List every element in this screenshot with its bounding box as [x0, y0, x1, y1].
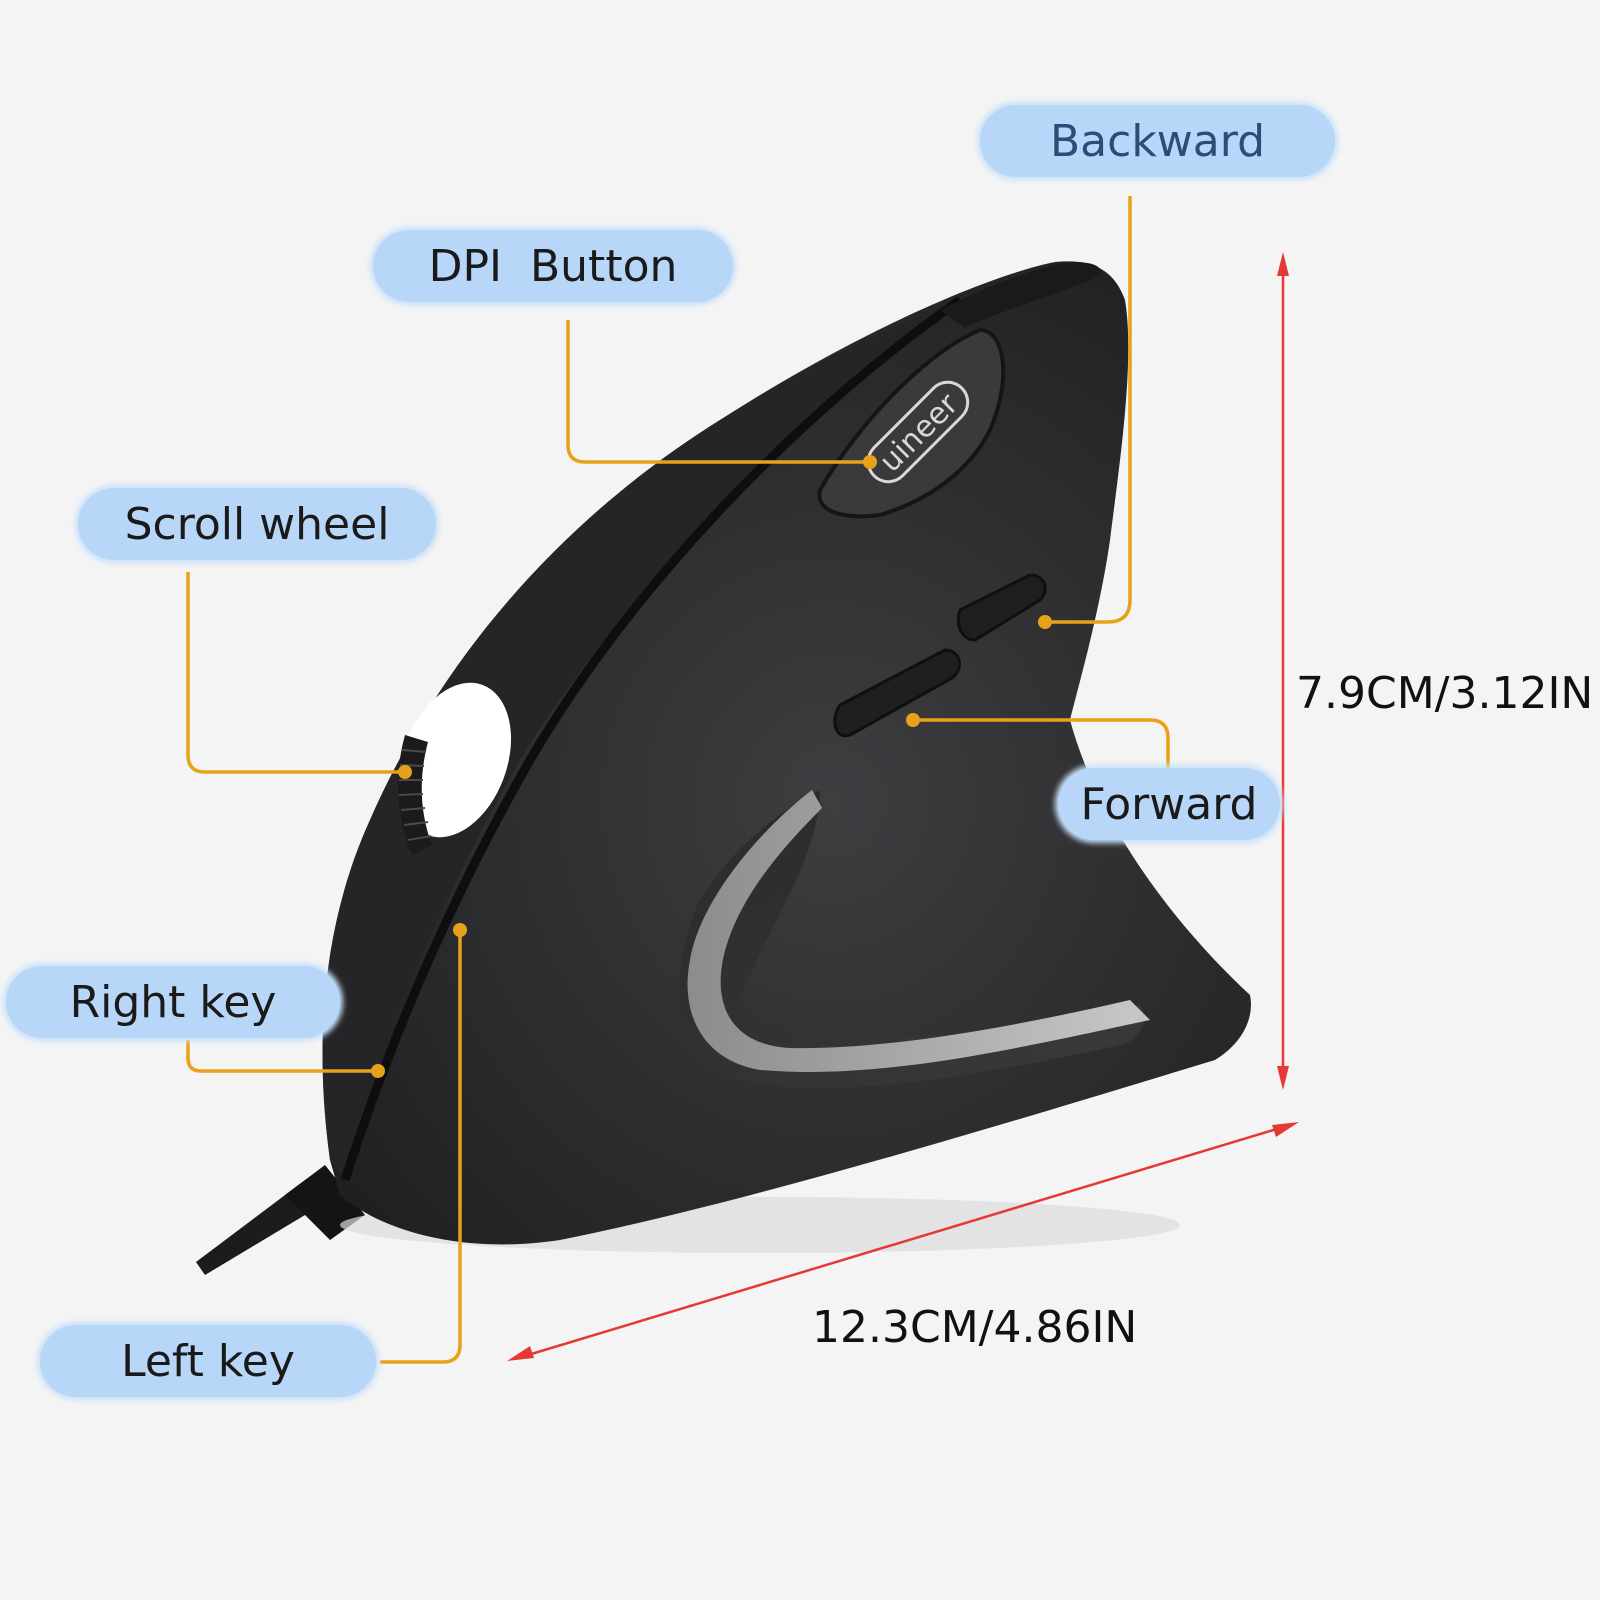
dpi-leader-line	[566, 320, 870, 464]
forward-label-text: Forward	[1080, 778, 1258, 830]
scroll-wheel-label-text: Scroll wheel	[124, 498, 390, 550]
dimension-arrows	[507, 252, 1299, 1361]
leader-lines	[186, 196, 1170, 1364]
dpi-button-shape	[817, 327, 1006, 519]
forward-label: Forward	[1058, 768, 1280, 840]
height-arrow-bottom	[1277, 1066, 1289, 1090]
leader-dots	[371, 455, 1052, 1078]
key-seam	[340, 296, 963, 1182]
backward-side-button	[956, 573, 1047, 642]
left-key-label: Left key	[40, 1325, 376, 1397]
scroll-wheel-ridges	[398, 749, 432, 841]
forward-side-button	[833, 648, 961, 738]
left-key-label-text: Left key	[121, 1335, 295, 1387]
dpi-button-label: DPI Button	[373, 230, 733, 302]
top-cap	[940, 262, 1101, 328]
right-key-label: Right key	[6, 966, 340, 1038]
backward-label: Backward	[980, 105, 1335, 177]
dpi-dot	[863, 455, 877, 469]
forward-leader-line	[913, 718, 1170, 770]
accent-strip	[687, 790, 1150, 1072]
scroll-wheel-label: Scroll wheel	[78, 488, 436, 560]
scroll-wheel-leader-line	[186, 572, 405, 774]
scroll-wheel-dot	[398, 765, 412, 779]
left-key-leader-line	[380, 930, 462, 1364]
height-dimension-text: 7.9CM/3.12IN	[1296, 668, 1594, 719]
backward-dot	[1038, 615, 1052, 629]
right-key-label-text: Right key	[69, 976, 277, 1028]
left-key-dot	[453, 923, 467, 937]
backward-label-text: Backward	[1049, 115, 1265, 167]
length-dimension-line	[517, 1123, 1291, 1360]
scroll-wheel-housing	[398, 682, 512, 838]
thumb-rest	[679, 790, 1144, 1088]
backward-leader-line	[1045, 196, 1132, 624]
height-arrow-top	[1277, 252, 1289, 276]
length-arrow-right	[1272, 1122, 1299, 1137]
mouse-body	[322, 261, 1251, 1245]
forward-dot	[906, 713, 920, 727]
length-arrow-left	[507, 1346, 534, 1361]
right-key-leader-line	[186, 1040, 378, 1073]
dpi-button-label-text: DPI Button	[428, 240, 678, 292]
length-dimension-text: 12.3CM/4.86IN	[812, 1302, 1138, 1353]
right-key-dot	[371, 1064, 385, 1078]
